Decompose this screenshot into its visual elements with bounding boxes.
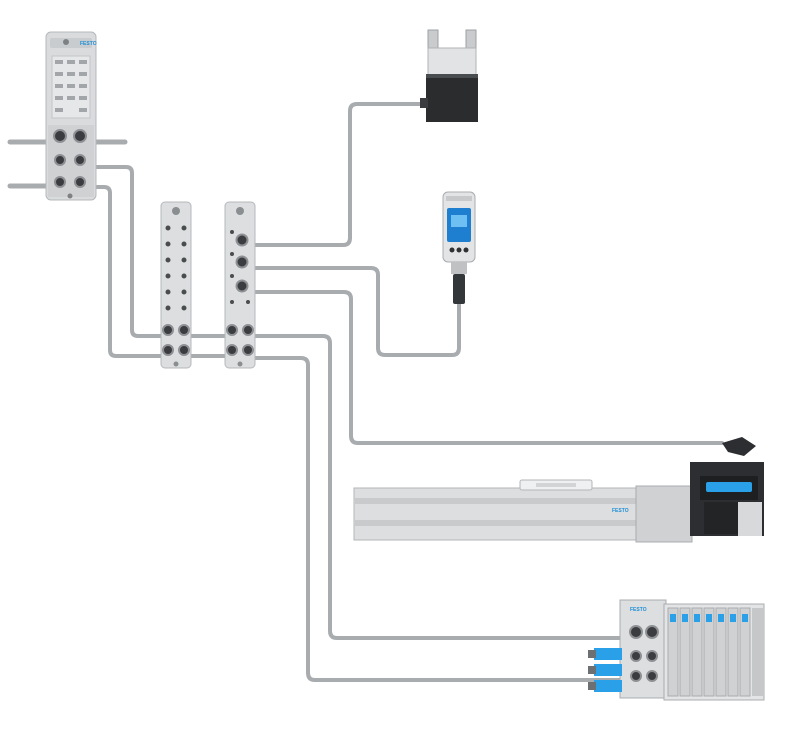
electric-linear-axis-icon: FESTO [353, 437, 764, 543]
cable-to-gripper [248, 102, 430, 247]
svg-text:FESTO: FESTO [80, 41, 97, 47]
svg-text:FESTO: FESTO [630, 607, 647, 613]
pressure-sensor-display-icon [442, 191, 476, 304]
cable-to-valve-terminal-b [248, 356, 630, 682]
cable-to-valve-terminal-a [248, 334, 630, 640]
io-module-1-icon [160, 201, 192, 369]
cable-node-to-module1-a [78, 165, 170, 338]
svg-text:FESTO: FESTO [612, 508, 629, 514]
cables [7, 102, 724, 682]
axis-cable-plug [722, 437, 756, 456]
io-bus-node-icon: FESTO [45, 31, 97, 201]
io-module-2-icon [224, 201, 256, 369]
gripper-icon [420, 29, 478, 122]
cable-to-pressure-sensor [248, 266, 461, 357]
cable-to-linear-axis [248, 290, 724, 445]
valve-terminal-icon: FESTO [588, 599, 765, 701]
cable-node-to-module1-b [78, 185, 170, 358]
